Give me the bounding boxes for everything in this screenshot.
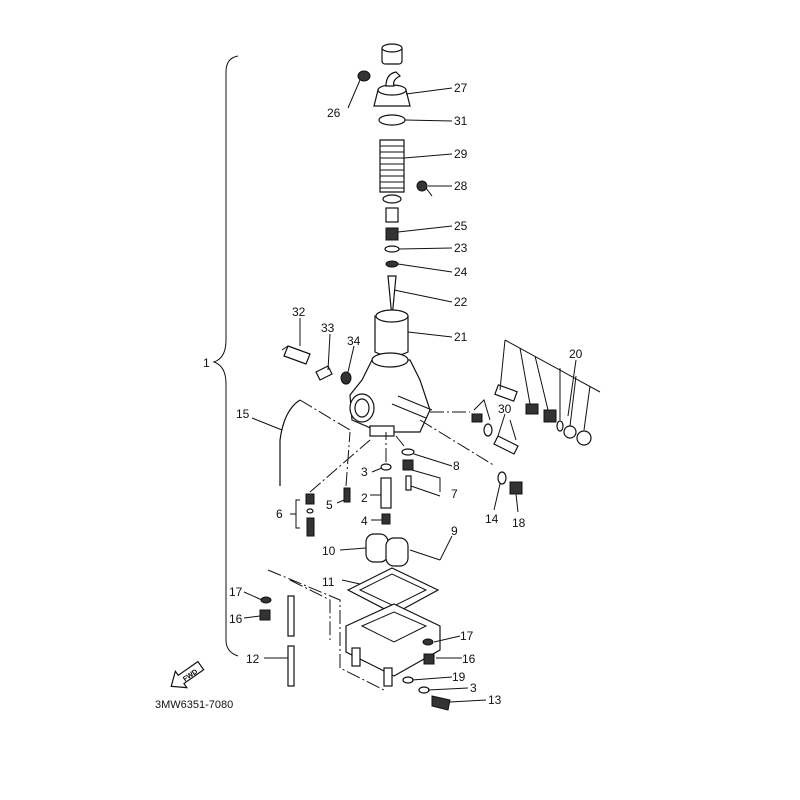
part-29-spring — [379, 139, 405, 193]
part-3-o-ring-lower — [418, 686, 430, 694]
callout-21: 21 — [454, 330, 468, 344]
float-bowl — [345, 603, 441, 687]
part-5-pilot-jet — [343, 487, 351, 503]
callout-32: 32 — [292, 305, 306, 319]
part-4-main-jet — [381, 513, 391, 525]
part-14-washer — [497, 471, 507, 485]
callout-12: 12 — [246, 652, 260, 666]
part-16-screw-right — [423, 653, 435, 665]
part-12-tube-upper — [287, 595, 295, 637]
callout-13: 13 — [488, 693, 502, 707]
part-20-pilot-kit — [494, 339, 601, 446]
callout-14: 14 — [485, 512, 499, 526]
part-17-washer-right — [422, 638, 434, 646]
part-spring-small — [385, 207, 399, 223]
part-11-gasket — [346, 567, 440, 615]
fwd-arrow-icon: FWD — [170, 660, 205, 689]
assembly-bracket — [212, 55, 239, 657]
callout-10: 10 — [322, 544, 336, 558]
assembly-label: 1 — [203, 356, 210, 370]
callout-17-right: 17 — [460, 629, 474, 643]
part-6-spring — [306, 508, 314, 514]
callout-11: 11 — [322, 575, 335, 589]
part-13-drain-screw — [431, 695, 451, 711]
callout-7: 7 — [451, 487, 458, 501]
callout-27: 27 — [454, 81, 468, 95]
part-28-screw — [416, 180, 433, 197]
callout-2: 2 — [361, 491, 368, 505]
callout-3-upper: 3 — [361, 465, 368, 479]
callout-16-right: 16 — [462, 652, 476, 666]
callout-9: 9 — [451, 524, 458, 538]
callout-6: 6 — [276, 507, 283, 521]
part-3-o-ring — [380, 463, 392, 471]
callout-18: 18 — [512, 516, 526, 530]
part-25-holder — [385, 227, 399, 241]
part-27-cap — [373, 71, 411, 107]
callout-33: 33 — [321, 321, 335, 335]
part-6-screw-b — [306, 517, 315, 537]
leader-lines — [243, 79, 577, 703]
part-7-float-valve-seat — [402, 459, 414, 471]
callout-31: 31 — [454, 114, 468, 128]
part-26-nut — [357, 70, 371, 82]
part-9-float-pin — [409, 549, 441, 561]
callout-17-left: 17 — [229, 585, 243, 599]
part-24-seat — [385, 260, 399, 268]
part-15-hose — [279, 399, 301, 486]
callout-23: 23 — [454, 241, 468, 255]
callout-34: 34 — [347, 334, 361, 348]
part-19-o-ring — [402, 676, 414, 684]
part-34-washer — [340, 371, 352, 385]
carburetor-body — [349, 352, 433, 437]
callout-5: 5 — [326, 498, 333, 512]
callout-22: 22 — [454, 295, 468, 309]
callout-19: 19 — [452, 670, 466, 684]
part-30-air-screw — [471, 399, 519, 455]
part-cap-top — [381, 43, 403, 65]
part-12-tube-lower — [287, 645, 295, 687]
part-10-float — [365, 533, 409, 567]
part-18-plug — [509, 481, 523, 495]
part-8-washer — [401, 448, 415, 456]
callout-28: 28 — [454, 179, 468, 193]
callout-15: 15 — [236, 407, 250, 421]
part-31-o-ring — [378, 114, 406, 126]
callout-4: 4 — [361, 514, 368, 528]
part-16-screw-left — [259, 609, 271, 621]
part-32-throttle-screw — [281, 345, 311, 365]
callout-30: 30 — [498, 402, 512, 416]
callout-20: 20 — [569, 347, 583, 361]
callout-25: 25 — [454, 219, 468, 233]
diagram-code: 3MW6351-7080 — [155, 699, 233, 711]
callout-8: 8 — [453, 459, 460, 473]
part-21-slide — [374, 309, 409, 357]
callout-24: 24 — [454, 265, 468, 279]
callout-16-left: 16 — [229, 612, 243, 626]
part-2-needle-jet — [380, 477, 392, 509]
part-33-bracket — [315, 365, 333, 381]
part-23-clip — [384, 245, 400, 253]
part-washer — [382, 194, 402, 204]
part-6-screw-a — [305, 493, 315, 505]
callout-26: 26 — [327, 106, 341, 120]
part-7-float-valve — [405, 475, 412, 491]
part-22-needle — [387, 275, 397, 319]
callout-3-lower: 3 — [470, 681, 477, 695]
callout-29: 29 — [454, 147, 468, 161]
part-17-washer-left — [260, 596, 272, 604]
